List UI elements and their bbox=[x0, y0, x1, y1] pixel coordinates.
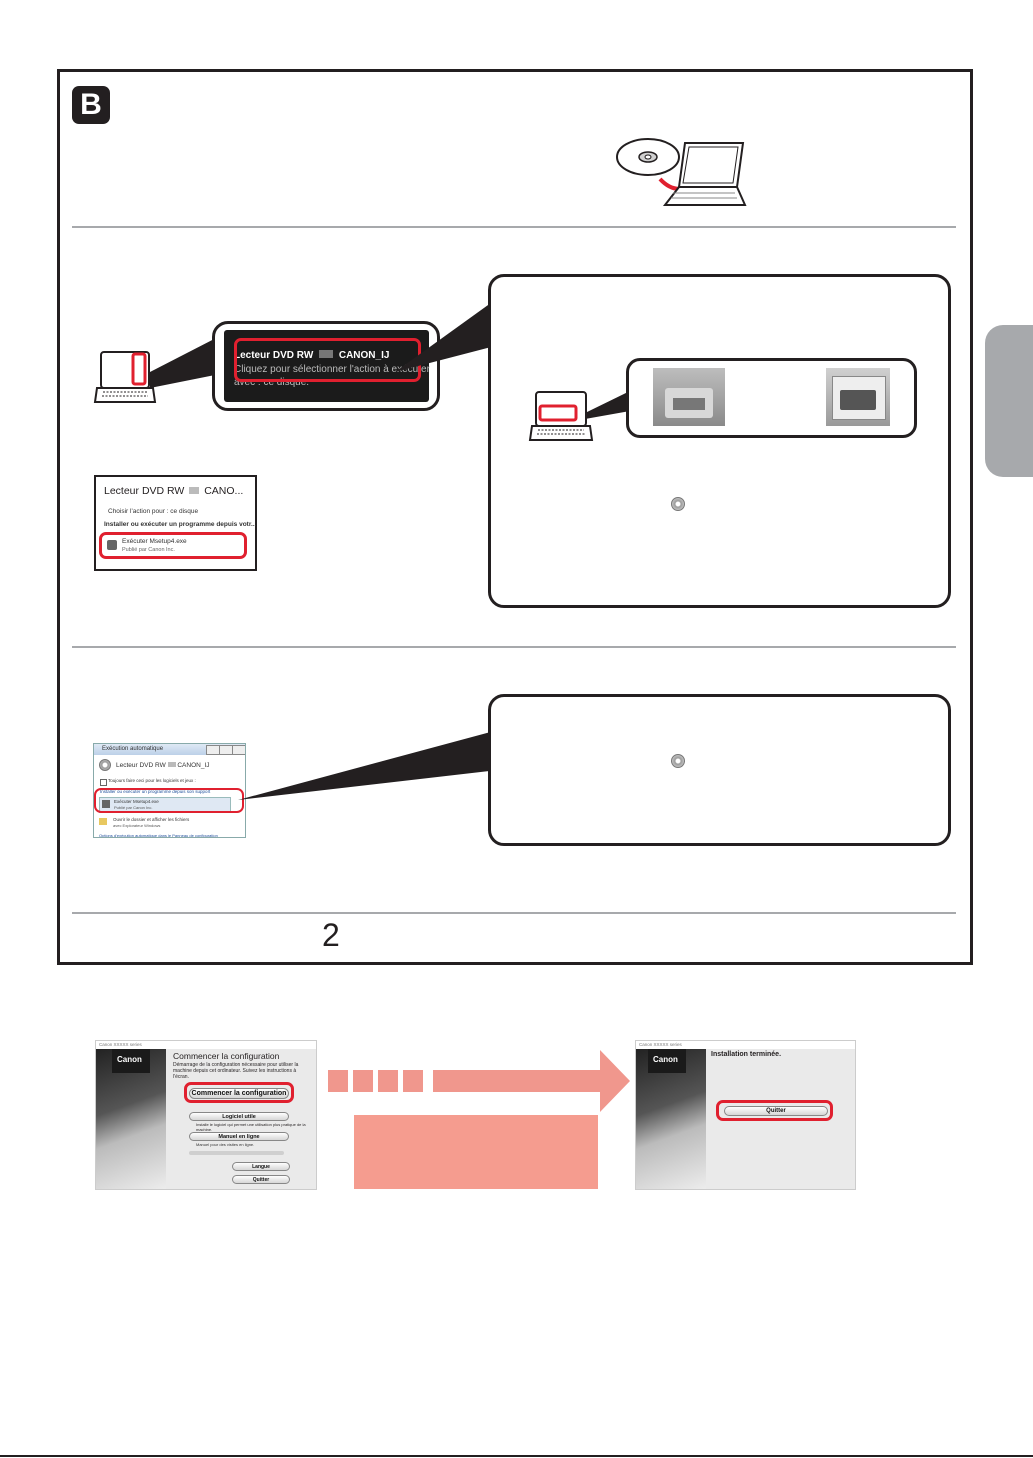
highlight-box bbox=[99, 532, 247, 559]
instruction-note-box bbox=[354, 1115, 598, 1189]
progress-arrow-dash bbox=[353, 1070, 373, 1092]
autoplay-window: Exécution automatique Lecteur DVD RW CAN… bbox=[93, 743, 246, 838]
useful-software-button[interactable]: Logiciel utile bbox=[189, 1112, 289, 1121]
highlight-box bbox=[234, 338, 421, 382]
laptop-icon bbox=[93, 351, 157, 403]
step-number: 2 bbox=[322, 917, 340, 953]
run-msetup-label: Exécuter Msetup4.exe bbox=[114, 799, 159, 804]
cd-setup-icon bbox=[671, 497, 685, 511]
setup-description: Démarrage de la configuration nécessaire… bbox=[173, 1062, 299, 1080]
software-description: Installe le logiciel qui permet une util… bbox=[196, 1122, 306, 1132]
cd-setup-icon bbox=[671, 754, 685, 768]
installation-complete-screen: Canon XXXXX series Canon Installation te… bbox=[635, 1040, 856, 1190]
window-titlebar: Exécution automatique bbox=[94, 744, 245, 755]
manual-description: Manuel pour des visites en ligne. bbox=[196, 1142, 255, 1147]
close-button[interactable] bbox=[232, 745, 245, 755]
language-side-tab bbox=[985, 325, 1033, 477]
setup-title: Commencer la configuration bbox=[173, 1051, 280, 1061]
publisher-label: Publié par Canon Inc. bbox=[114, 805, 153, 810]
always-label: Toujours faire ceci pour les logiciels e… bbox=[108, 778, 196, 783]
arrow-right-icon bbox=[600, 1050, 630, 1112]
open-folder-option[interactable]: Ouvrir le dossier et afficher les fichie… bbox=[113, 817, 190, 822]
progress-arrow-dash bbox=[378, 1070, 398, 1092]
dialog-choose-text: Choisir l'action pour : ce disque bbox=[108, 508, 199, 515]
file-explorer-icon[interactable] bbox=[653, 368, 725, 426]
dvd-icon bbox=[99, 759, 111, 771]
progress-arrow-body bbox=[433, 1070, 603, 1092]
blurred-text bbox=[189, 1151, 284, 1155]
popup-line-1: Cliquez pour sélectionner l'action à exé… bbox=[234, 364, 430, 375]
canon-logo: Canon bbox=[653, 1055, 678, 1064]
dialog-install-heading: Installer ou exécuter un programme depui… bbox=[104, 521, 257, 528]
callout-pointer bbox=[395, 300, 495, 372]
choose-action-dialog: Lecteur DVD RW CANO... Choisir l'action … bbox=[94, 475, 257, 571]
run-msetup-option[interactable]: Exécuter Msetup4.exe Publié par Canon In… bbox=[104, 535, 249, 557]
setup-app-icon bbox=[102, 800, 110, 808]
setup-app-icon bbox=[107, 540, 117, 550]
callout-pointer bbox=[238, 730, 498, 800]
minimize-button[interactable] bbox=[206, 745, 220, 755]
canon-logo: Canon bbox=[117, 1055, 142, 1064]
highlight-box bbox=[94, 788, 244, 813]
popup-line-2: avec : ce disque. bbox=[234, 377, 310, 388]
section-b-frame bbox=[57, 69, 973, 965]
language-button[interactable]: Langue bbox=[232, 1162, 290, 1171]
autoplay-callout bbox=[488, 694, 951, 846]
cd-to-laptop-illustration bbox=[616, 138, 747, 206]
window-header: Canon XXXXX series bbox=[99, 1042, 142, 1047]
footer-rule bbox=[0, 1455, 1033, 1457]
laptop-icon bbox=[528, 391, 594, 441]
drive-letter-mask bbox=[189, 487, 200, 494]
highlight-box bbox=[184, 1082, 294, 1103]
progress-arrow-dash bbox=[403, 1070, 423, 1092]
folder-icon bbox=[99, 818, 107, 825]
drive-letter-mask bbox=[319, 350, 334, 358]
dialog-title: Lecteur DVD RW bbox=[104, 485, 185, 497]
window-title: Exécution automatique bbox=[102, 746, 164, 752]
highlight-box bbox=[716, 1100, 833, 1121]
window-header: Canon XXXXX series bbox=[639, 1042, 682, 1047]
complete-title: Installation terminée. bbox=[711, 1051, 782, 1058]
popup-title: Lecteur DVD RW bbox=[234, 350, 314, 361]
control-panel-link[interactable]: Options d'exécution automatique dans le … bbox=[99, 833, 218, 838]
autoplay-drive: Lecteur DVD RW CANON_IJ bbox=[116, 762, 210, 769]
divider bbox=[72, 912, 956, 914]
maximize-button[interactable] bbox=[219, 745, 233, 755]
popup-drive-name: CANON_IJ bbox=[338, 350, 390, 361]
quit-button[interactable]: Quitter bbox=[232, 1175, 290, 1184]
callout-pointer bbox=[150, 336, 220, 388]
dialog-drive-name: CANO... bbox=[204, 485, 244, 497]
open-folder-sub: avec Explorateur Windows bbox=[113, 823, 161, 828]
autoplay-notification[interactable]: Lecteur DVD RW CANON_IJ Cliquez pour sél… bbox=[224, 330, 430, 402]
divider bbox=[72, 646, 956, 648]
quit-button[interactable]: Quitter bbox=[724, 1106, 828, 1116]
run-msetup-label: Exécuter Msetup4.exe bbox=[122, 538, 187, 545]
divider bbox=[72, 226, 956, 228]
folder-icon[interactable] bbox=[826, 368, 890, 426]
progress-arrow-dash bbox=[328, 1070, 348, 1092]
setup-start-screen: Canon XXXXX series Canon Commencer la co… bbox=[95, 1040, 317, 1190]
always-checkbox[interactable] bbox=[100, 779, 107, 786]
publisher-label: Publié par Canon Inc. bbox=[122, 547, 175, 553]
callout-pointer bbox=[585, 391, 630, 419]
section-badge: B bbox=[72, 86, 110, 124]
online-manual-button[interactable]: Manuel en ligne bbox=[189, 1132, 289, 1141]
start-setup-button[interactable]: Commencer la configuration bbox=[189, 1088, 289, 1099]
install-group-heading: Installer ou exécuter un programme depui… bbox=[100, 789, 211, 794]
